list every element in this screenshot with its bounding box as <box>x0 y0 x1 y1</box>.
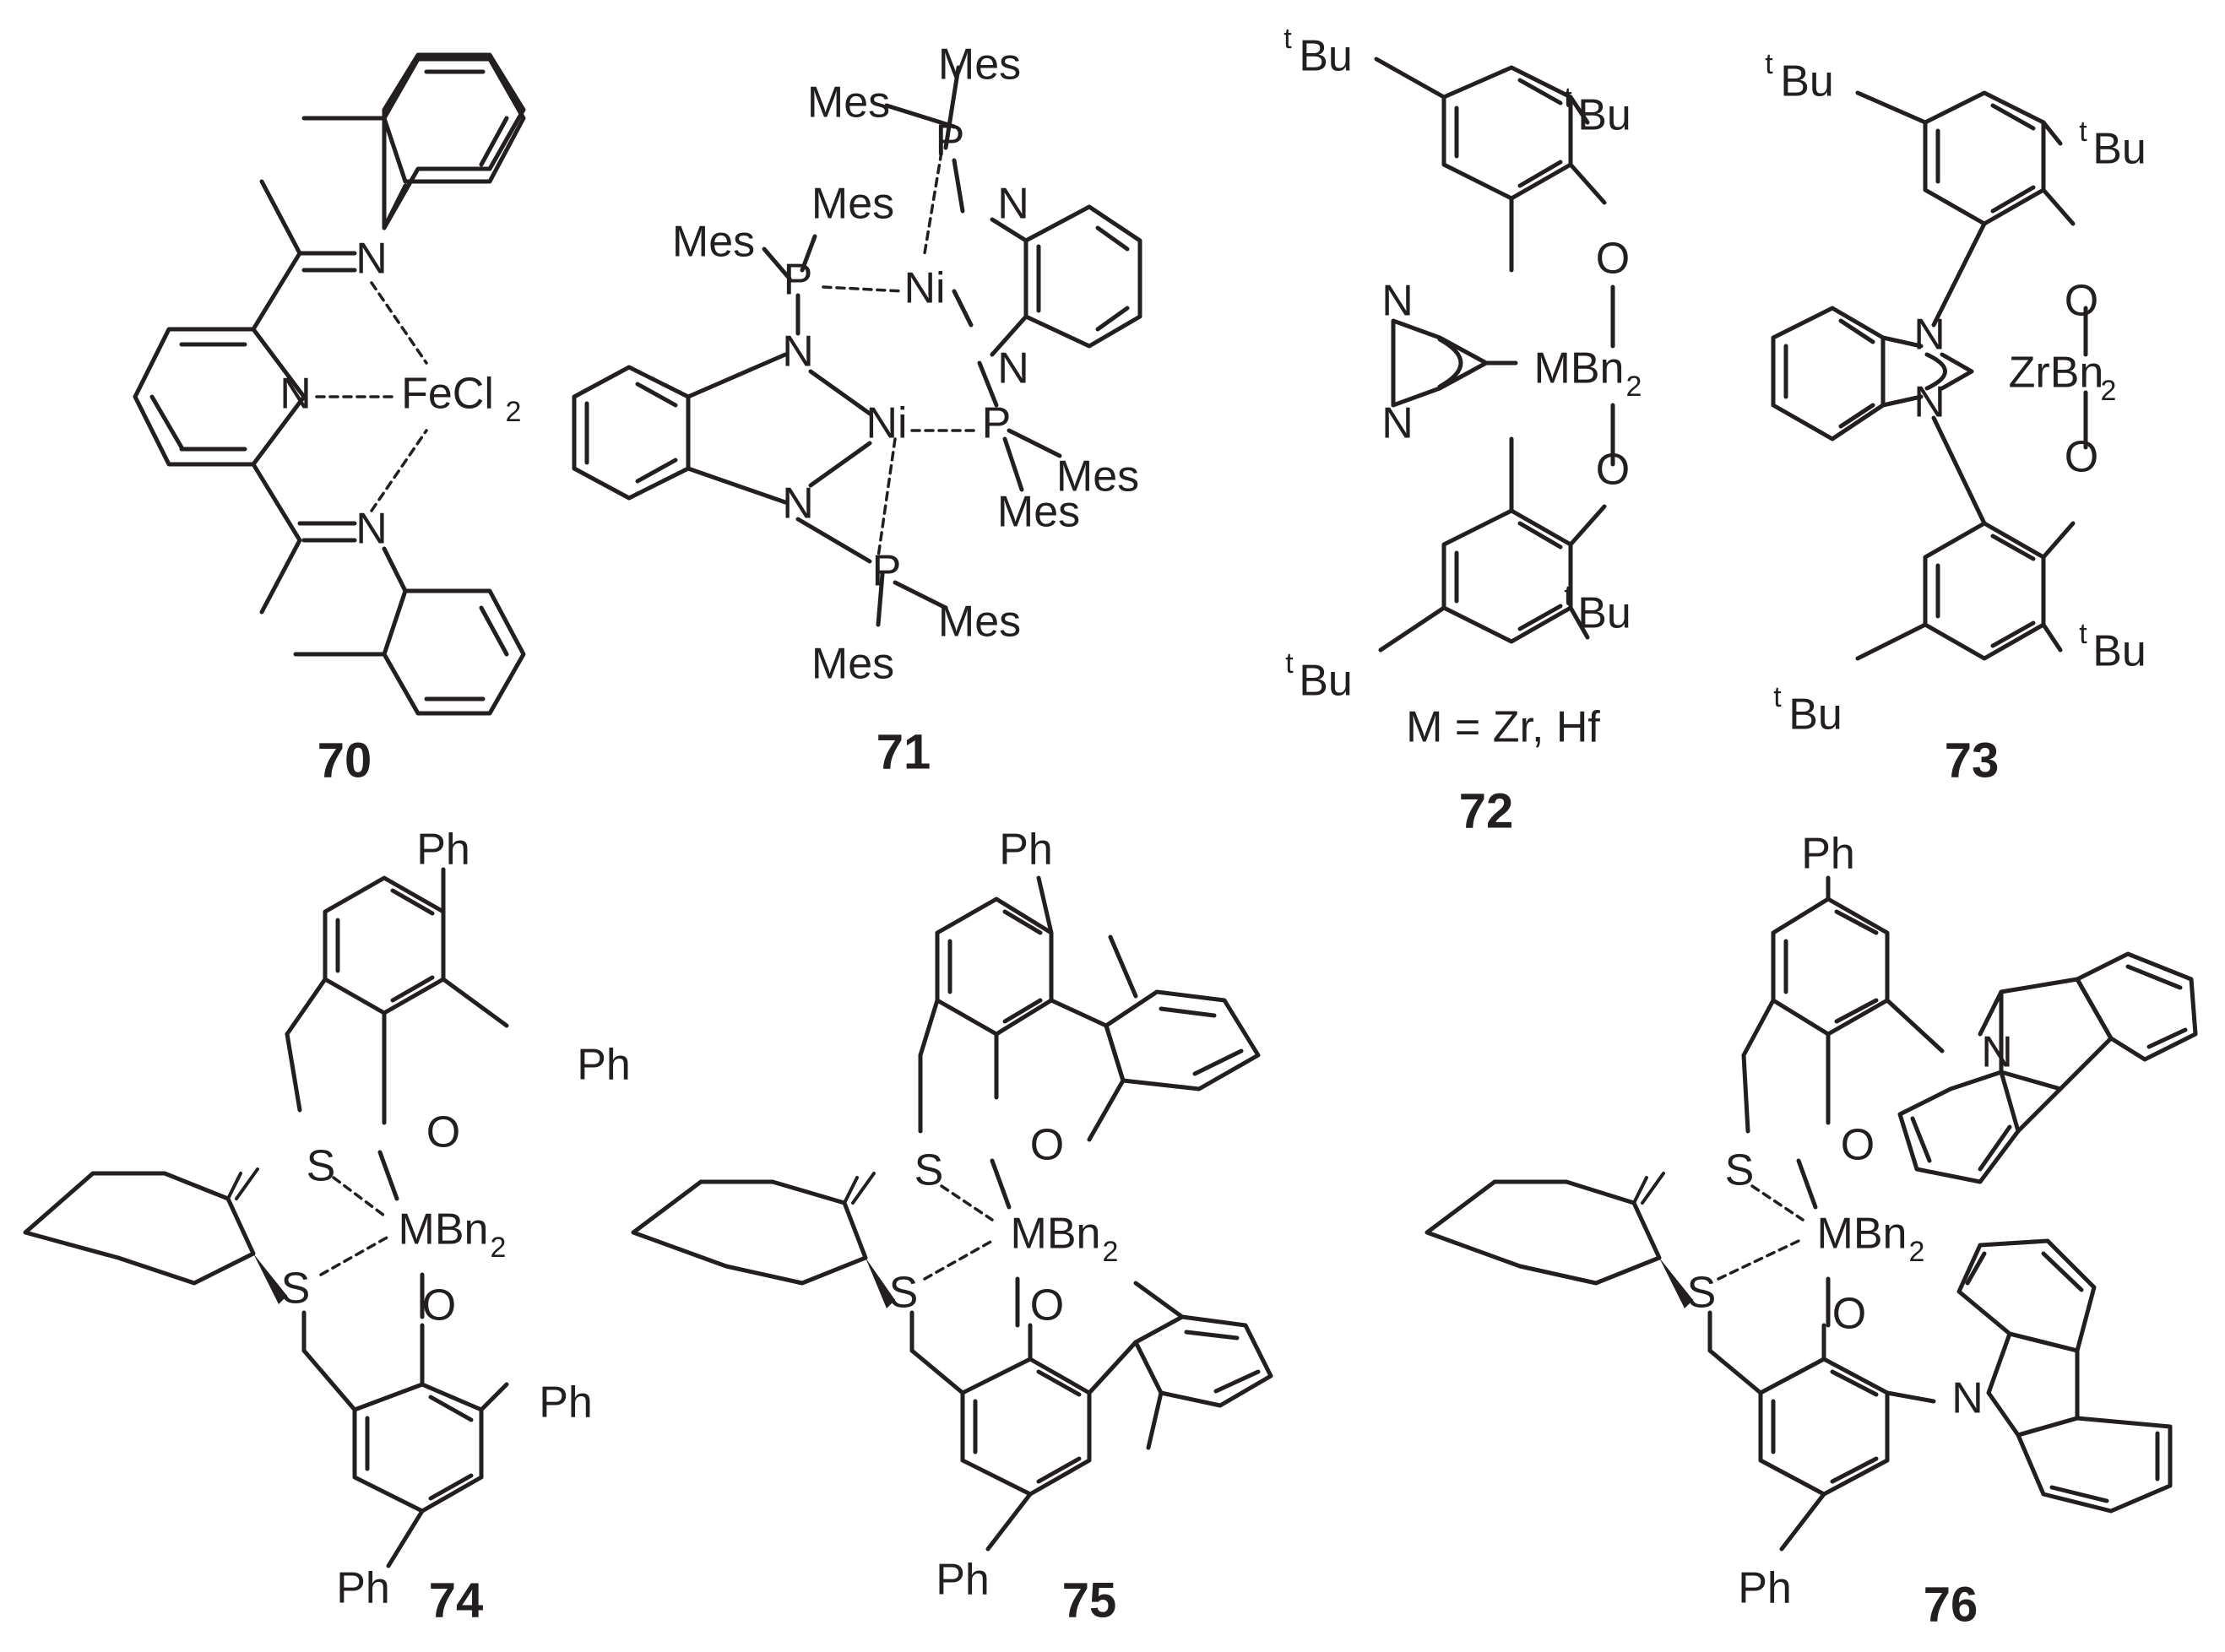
ph-label: Ph <box>999 826 1053 875</box>
mes-label: Mes <box>811 640 894 689</box>
atom-o: O <box>1596 446 1630 495</box>
atom-n: N <box>1913 378 1946 427</box>
ph-label: Ph <box>416 826 470 875</box>
metal-label: MBn <box>1534 344 1625 393</box>
mes-label: Mes <box>807 79 890 127</box>
metal-subscript: 2 <box>2101 375 2117 407</box>
atom-p: P <box>982 399 1012 448</box>
mes-label: Mes <box>997 488 1080 537</box>
compound-number: 72 <box>1459 783 1514 838</box>
tbu-superscript: t <box>2079 618 2087 650</box>
compound-76: N O S MBn 2 S O N Ph Ph 76 <box>1425 830 2198 1632</box>
tbu-label: Bu <box>2092 125 2146 174</box>
atom-o: O <box>1596 235 1630 284</box>
atom-s: S <box>281 1265 311 1313</box>
compound-number: 76 <box>1924 1577 1978 1632</box>
metal-subscript: 2 <box>1909 1236 1925 1268</box>
tbu-superscript: t <box>1765 48 1773 80</box>
atom-o: O <box>2065 277 2098 326</box>
atom-o: O <box>422 1281 456 1330</box>
compound-75: O S MBn 2 S O Ph Ph 75 <box>631 826 1273 1628</box>
compound-72: O N N MBn 2 O Bu t Bu t Bu t Bu t M = Zr… <box>1283 23 1642 838</box>
compound-73: O N N ZrBn 2 O Bu t Bu t Bu t Bu t 73 <box>1765 48 2146 788</box>
mes-label: Mes <box>1056 452 1139 501</box>
metal-label: MBn <box>1817 1210 1908 1259</box>
atom-o: O <box>426 1108 460 1157</box>
atom-n: N <box>279 370 312 419</box>
ph-label: Ph <box>336 1564 390 1613</box>
atom-n: N <box>355 235 388 284</box>
atom-p: P <box>784 256 813 305</box>
atom-n: N <box>1913 311 1946 360</box>
atom-n: N <box>1981 1028 2013 1077</box>
atom-n: N <box>1381 277 1414 326</box>
atom-s: S <box>1725 1146 1755 1195</box>
atom-o: O <box>1841 1121 1875 1170</box>
compound-number: 74 <box>429 1573 484 1628</box>
atom-o: O <box>1030 1121 1064 1170</box>
atom-s: S <box>889 1269 919 1318</box>
metal-label: MBn <box>399 1205 489 1254</box>
tbu-superscript: t <box>1283 23 1292 55</box>
compound-74: O S MBn 2 S O Ph Ph Ph Ph 74 <box>23 826 631 1628</box>
ph-label: Ph <box>1801 830 1855 879</box>
atom-n: N <box>997 180 1029 229</box>
atom-n: N <box>997 344 1029 393</box>
ph-label: Ph <box>1738 1564 1792 1613</box>
metal-label: ZrBn <box>2009 349 2104 398</box>
compound-number: 70 <box>317 733 372 788</box>
compound-number: 75 <box>1062 1573 1117 1628</box>
atom-o: O <box>1030 1281 1064 1330</box>
mes-label: Mes <box>938 41 1021 89</box>
atom-n: N <box>1951 1374 1984 1423</box>
tbu-label: Bu <box>2092 627 2146 676</box>
atom-n: N <box>355 505 388 554</box>
tbu-label: Bu <box>1577 91 1631 140</box>
atom-s: S <box>1687 1269 1717 1318</box>
tbu-label: Bu <box>1299 657 1353 706</box>
tbu-superscript: t <box>1285 647 1294 680</box>
atom-o: O <box>2065 433 2098 482</box>
mes-label: Mes <box>938 598 1021 647</box>
metal-subscript: 2 <box>491 1232 507 1264</box>
compound-71: P N Ni P N N Ni P N P Mes Mes Mes Mes Me… <box>572 41 1142 779</box>
atom-ni: Ni <box>866 399 907 448</box>
tbu-superscript: t <box>1564 82 1572 114</box>
tbu-superscript: t <box>2079 116 2087 148</box>
metal-subscript: 2 <box>1626 371 1642 403</box>
metal-label: FeCl <box>401 370 494 419</box>
tbu-superscript: t <box>1564 580 1572 612</box>
atom-p: P <box>872 547 902 596</box>
tbu-label: Bu <box>1299 32 1353 81</box>
ph-label: Ph <box>539 1378 593 1427</box>
atom-ni: Ni <box>904 264 945 313</box>
tbu-label: Bu <box>1788 691 1842 739</box>
atom-n: N <box>782 328 814 376</box>
atom-n: N <box>1381 399 1414 448</box>
atom-o: O <box>1832 1290 1866 1339</box>
ph-label: Ph <box>936 1556 990 1605</box>
atom-s: S <box>914 1146 944 1195</box>
atom-s: S <box>307 1142 336 1191</box>
metal-subscript: 2 <box>506 396 522 428</box>
compound-number: 71 <box>876 724 931 779</box>
ph-label: Ph <box>577 1041 631 1090</box>
metal-note: M = Zr, Hf <box>1406 703 1600 752</box>
metal-subscript: 2 <box>1103 1236 1119 1268</box>
atom-n: N <box>782 479 814 528</box>
tbu-superscript: t <box>1773 681 1782 713</box>
mes-label: Mes <box>811 180 894 229</box>
compound-number: 73 <box>1945 733 2000 788</box>
tbu-label: Bu <box>1780 57 1834 106</box>
compound-70: N N N FeCl 2 70 <box>133 52 526 788</box>
tbu-label: Bu <box>1577 589 1631 638</box>
atom-p: P <box>936 116 965 165</box>
metal-label: MBn <box>1011 1210 1101 1259</box>
mes-label: Mes <box>672 218 755 267</box>
